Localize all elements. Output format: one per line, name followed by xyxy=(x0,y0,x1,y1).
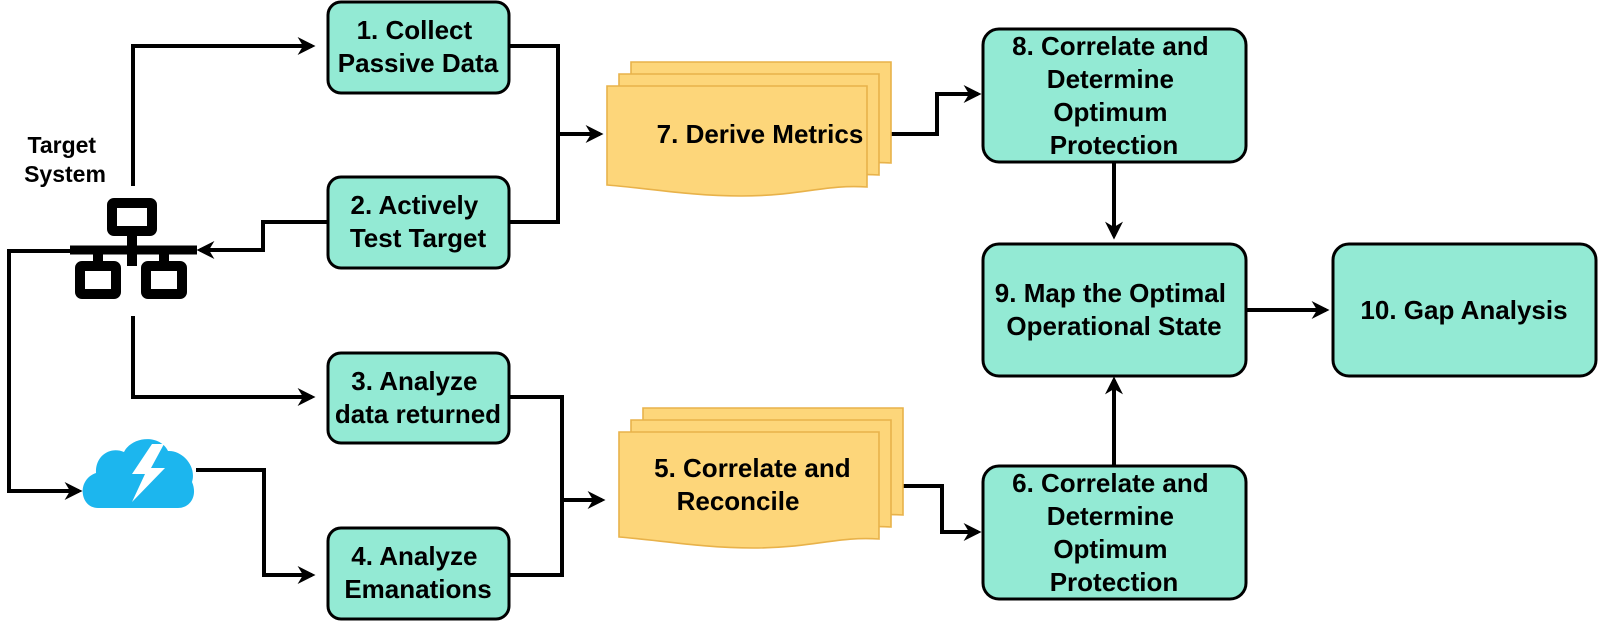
step1-line-1: 1. Collect xyxy=(357,15,473,45)
step10-text: 10. Gap Analysis xyxy=(1360,295,1567,325)
step6-line-2: Determine xyxy=(1047,501,1174,531)
connector-step3-to-merge xyxy=(509,395,564,500)
step6-box: 6. Correlate and Determine Optimum Prote… xyxy=(981,464,1248,601)
connector-cloud-to-step4 xyxy=(196,468,316,584)
step8-text: 8. Correlate and Determine Optimum Prote… xyxy=(1012,31,1216,160)
step5-line-1: 5. Correlate and xyxy=(654,453,851,483)
connector-step2-to-target xyxy=(196,220,327,259)
connector-target-to-step1 xyxy=(131,37,316,186)
connectors xyxy=(7,37,1330,584)
step8-line-3: Optimum xyxy=(1053,97,1167,127)
step6-line-3: Optimum xyxy=(1053,534,1167,564)
step7-document-stack: 7. Derive Metrics xyxy=(606,61,892,197)
connector-step7-to-step8 xyxy=(891,85,982,136)
step3-text: 3. Analyze data returned xyxy=(335,366,501,429)
connector-step2-to-merge xyxy=(509,134,560,224)
step5-text: 5. Correlate and Reconcile xyxy=(654,453,858,516)
step4-line-2: Emanations xyxy=(344,574,491,604)
network-icon xyxy=(70,198,197,299)
step2-line-2: Test Target xyxy=(350,223,487,253)
step9-box: 9. Map the Optimal Operational State xyxy=(981,242,1248,378)
step9-line-2: Operational State xyxy=(1006,311,1221,341)
step2-text: 2. Actively Test Target xyxy=(350,190,487,253)
step1-box: 1. Collect Passive Data xyxy=(326,0,511,95)
step3-line-1: 3. Analyze xyxy=(351,366,477,396)
step6-text: 6. Correlate and Determine Optimum Prote… xyxy=(1012,468,1216,597)
step4-text: 4. Analyze Emanations xyxy=(344,541,491,604)
connector-target-to-step3 xyxy=(131,316,316,406)
step1-text: 1. Collect Passive Data xyxy=(338,15,499,78)
step4-box: 4. Analyze Emanations xyxy=(326,526,511,621)
step2-line-1: 2. Actively xyxy=(351,190,479,220)
step2-box: 2. Actively Test Target xyxy=(326,175,511,270)
step8-line-4: Protection xyxy=(1050,130,1179,160)
step3-box: 3. Analyze data returned xyxy=(326,351,511,445)
step8-line-2: Determine xyxy=(1047,64,1174,94)
connector-step4-to-merge xyxy=(509,500,564,577)
step4-line-1: 4. Analyze xyxy=(351,541,477,571)
step6-line-4: Protection xyxy=(1050,567,1179,597)
step10-line-1: 10. Gap Analysis xyxy=(1360,295,1567,325)
step6-line-1: 6. Correlate and xyxy=(1012,468,1209,498)
step9-text: 9. Map the Optimal Operational State xyxy=(995,278,1233,341)
step1-line-2: Passive Data xyxy=(338,48,499,78)
step5-document-stack: 5. Correlate and Reconcile xyxy=(618,407,904,549)
target-system-label: Target System xyxy=(24,132,106,187)
connector-target-to-cloud xyxy=(7,249,83,500)
cloud-lightning-icon xyxy=(82,439,195,508)
target-system-label-line-2: System xyxy=(24,161,106,187)
target-system: Target System xyxy=(24,132,197,299)
step8-line-1: 8. Correlate and xyxy=(1012,31,1209,61)
step7-text: 7. Derive Metrics xyxy=(657,119,864,149)
connector-step1-to-merge xyxy=(509,44,560,134)
connector-step5-to-step6 xyxy=(903,484,982,541)
step7-line-1: 7. Derive Metrics xyxy=(657,119,864,149)
step5-line-2: Reconcile xyxy=(677,486,800,516)
step9-line-1: 9. Map the Optimal xyxy=(995,278,1226,308)
step3-line-2: data returned xyxy=(335,399,501,429)
target-system-label-line-1: Target xyxy=(28,132,97,158)
step8-box: 8. Correlate and Determine Optimum Prote… xyxy=(981,27,1248,164)
step10-box: 10. Gap Analysis xyxy=(1331,242,1598,378)
